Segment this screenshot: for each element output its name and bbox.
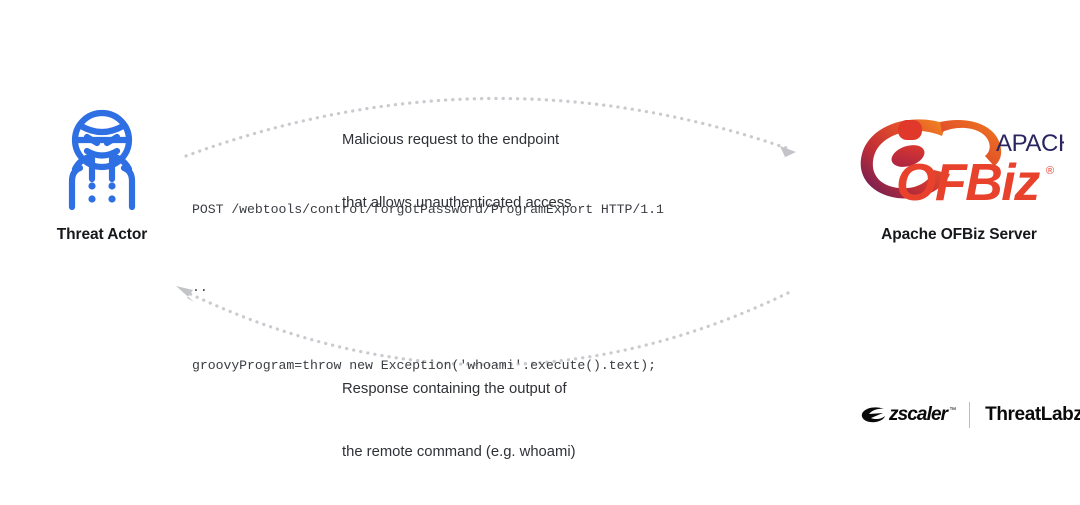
- zscaler-swoosh-icon: [861, 407, 885, 423]
- request-caption-line-1: Malicious request to the endpoint: [342, 132, 560, 148]
- code-line-3: groovyProgram=throw new Exception('whoam…: [192, 358, 656, 373]
- hacker-hooded-figure-icon: [68, 109, 136, 211]
- zscaler-lockup: zscaler ™: [860, 404, 956, 426]
- threat-actor-icon-wrap: [8, 104, 196, 216]
- ofbiz-inner-dot: [891, 145, 925, 167]
- request-caption: Malicious request to the endpoint that a…: [342, 88, 572, 256]
- ofbiz-apache-text: APACHE: [996, 130, 1064, 157]
- ofbiz-wordmark-text: OFBiz: [896, 154, 1040, 212]
- request-caption-line-2: that allows unauthenticated access: [342, 195, 572, 211]
- node-threat-actor: Threat Actor: [8, 104, 196, 244]
- ofbiz-orbit-node: [898, 120, 922, 140]
- response-caption: Response containing the output of the re…: [342, 337, 576, 505]
- request-arrowhead-icon: [779, 146, 796, 160]
- code-line-2: ..: [192, 280, 208, 295]
- threat-actor-label: Threat Actor: [56, 226, 148, 243]
- response-caption-line-1: Response containing the output of: [342, 381, 567, 397]
- ofbiz-registered-mark: ®: [1046, 165, 1054, 177]
- zscaler-wordmark: zscaler: [889, 404, 948, 425]
- brand-footer: zscaler ™ ThreatLabz: [860, 400, 1080, 430]
- zscaler-trademark: ™: [949, 407, 957, 414]
- ofbiz-logo-wrap: APACHE OFBiz ®: [846, 104, 1072, 216]
- ofbiz-swoosh-shape: [860, 119, 950, 199]
- request-code-block: POST /webtools/control/forgotPassword/Pr…: [192, 145, 664, 431]
- threatlabz-wordmark: ThreatLabz: [985, 404, 1080, 425]
- server-label: Apache OFBiz Server: [881, 226, 1037, 243]
- code-line-1: POST /webtools/control/forgotPassword/Pr…: [192, 202, 664, 217]
- apache-ofbiz-logo-icon: APACHE OFBiz ®: [860, 119, 1064, 212]
- node-apache-ofbiz-server: APACHE OFBiz ® Apache OFBiz Server: [846, 104, 1072, 244]
- diagram-canvas: Threat Actor: [8, 88, 1080, 460]
- response-caption-line-2: the remote command (e.g. whoami): [342, 444, 576, 460]
- brand-divider: [969, 402, 971, 428]
- ofbiz-orbit-arc: [940, 120, 1002, 166]
